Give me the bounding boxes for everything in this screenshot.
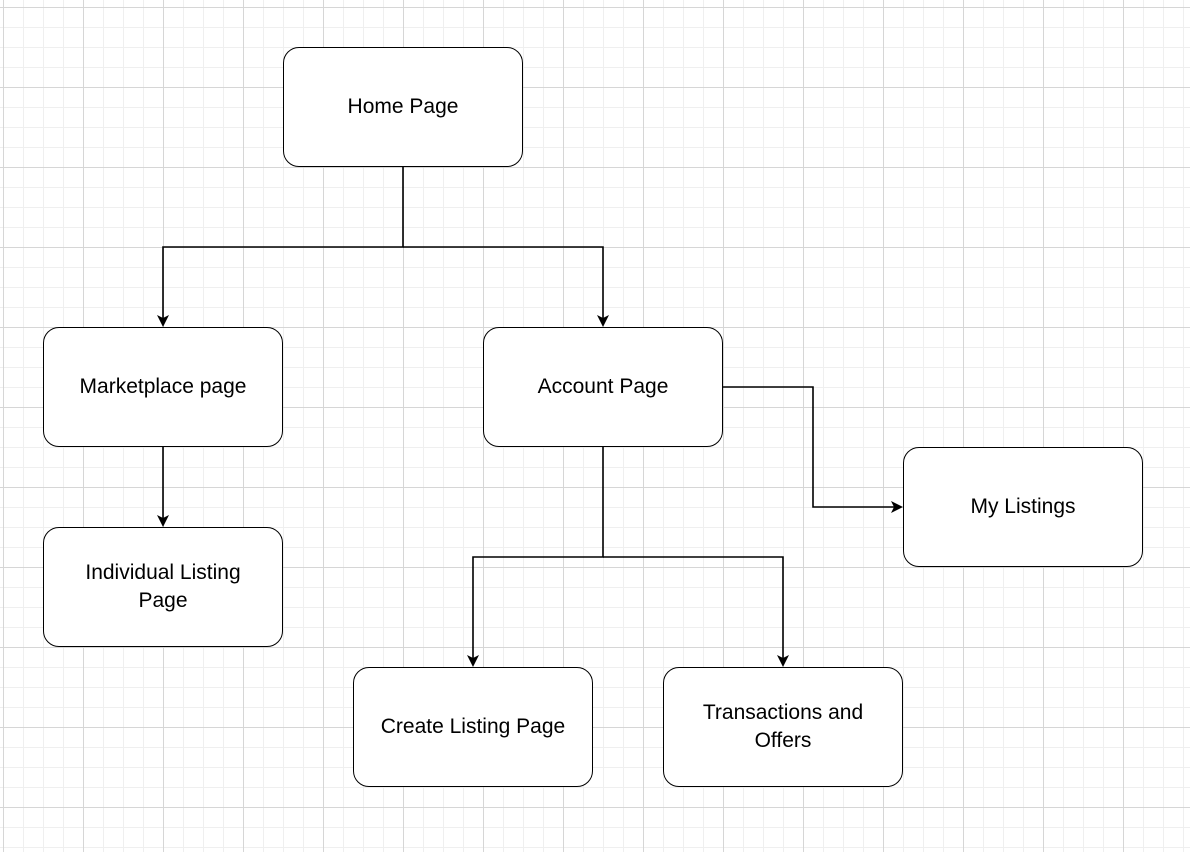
node-label: Home Page (347, 95, 459, 118)
node-label: Create Listing Page (380, 715, 566, 738)
node-label: Transactions and Offers (702, 701, 864, 752)
node-my-listings[interactable]: My Listings (903, 447, 1143, 567)
node-transactions-and-offers[interactable]: Transactions and Offers (663, 667, 903, 787)
node-label: My Listings (970, 495, 1076, 518)
edge-account-to-create-listing (467, 447, 604, 667)
node-label: Individual Listing Page (85, 561, 241, 612)
node-home-page[interactable]: Home Page (283, 47, 523, 167)
node-label: Marketplace page (79, 375, 247, 398)
node-account-page[interactable]: Account Page (483, 327, 723, 447)
edge-account-to-transactions (603, 556, 789, 667)
node-create-listing-page[interactable]: Create Listing Page (353, 667, 593, 787)
edge-home-to-marketplace (157, 167, 404, 327)
edge-account-to-my-listings (723, 386, 903, 513)
edge-home-to-account (403, 246, 609, 327)
node-label: Account Page (537, 375, 669, 398)
node-individual-listing-page[interactable]: Individual Listing Page (43, 527, 283, 647)
node-marketplace-page[interactable]: Marketplace page (43, 327, 283, 447)
